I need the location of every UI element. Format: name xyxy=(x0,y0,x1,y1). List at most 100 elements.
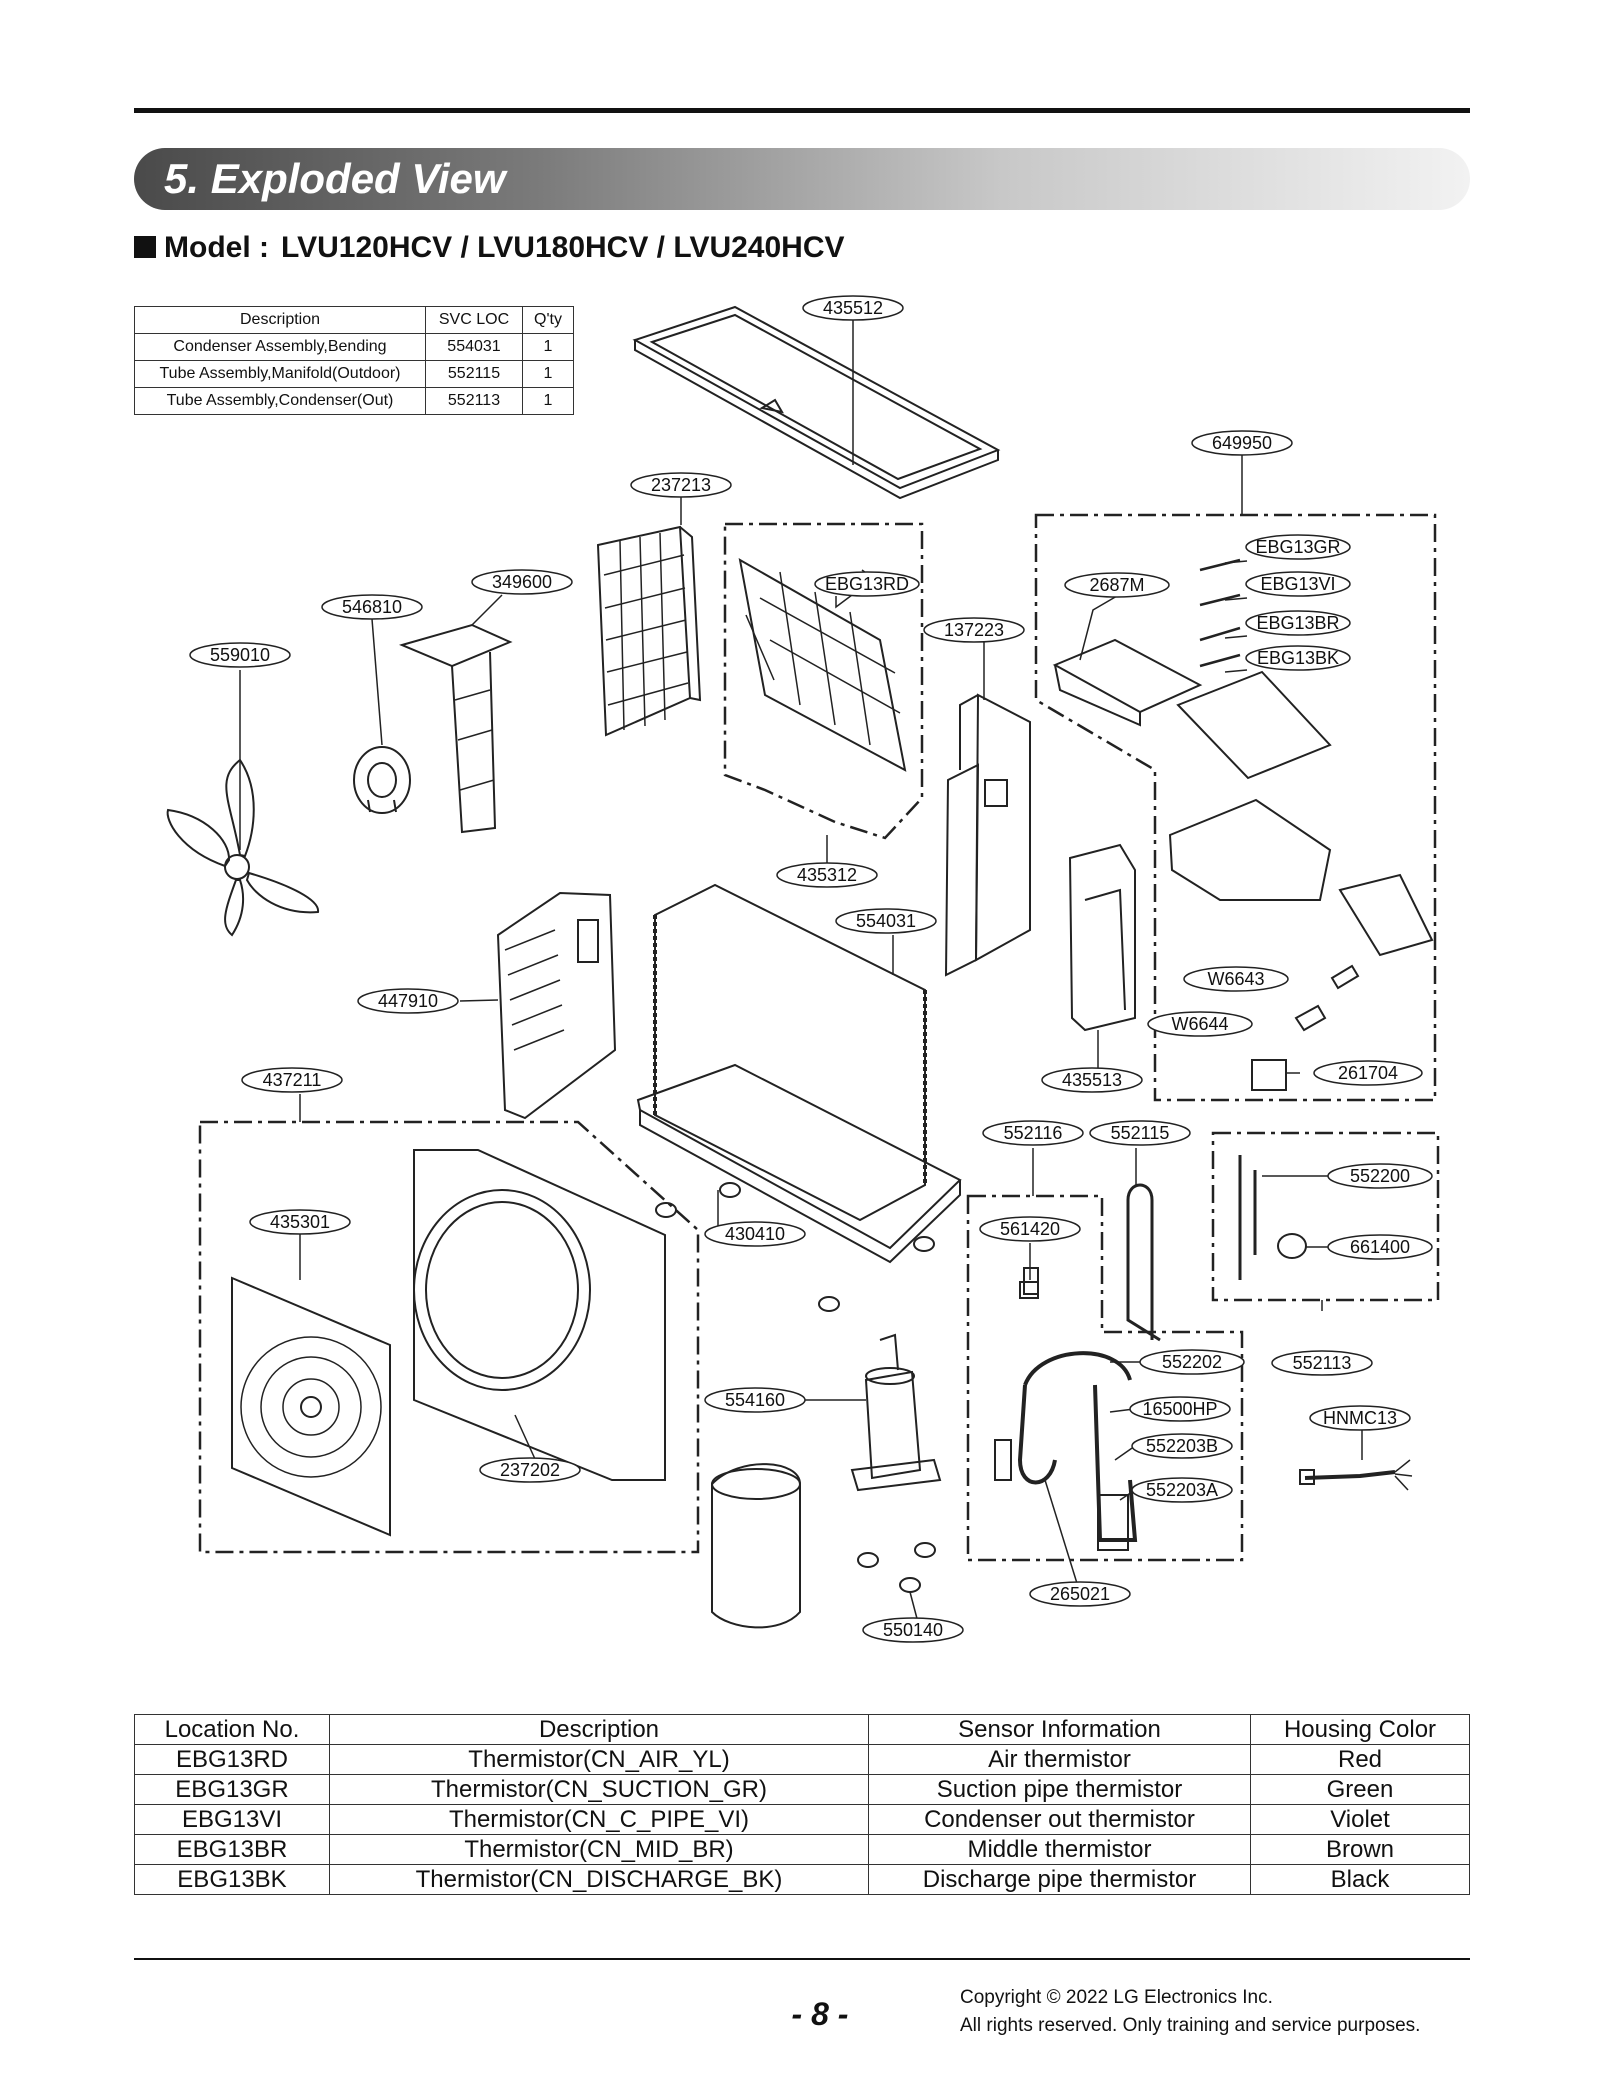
part-label: 561420 xyxy=(1000,1219,1060,1239)
dashed-group-boxes xyxy=(198,513,1440,1562)
condenser-part xyxy=(653,883,927,1222)
callout-435301 xyxy=(249,1209,351,1235)
callout-550140 xyxy=(862,1617,964,1643)
part-label: 552116 xyxy=(1004,1123,1063,1143)
callout-EBG13RD xyxy=(814,571,920,597)
callout-237202 xyxy=(479,1457,581,1483)
part-label: 435512 xyxy=(823,298,883,318)
callout-552113 xyxy=(1271,1350,1373,1376)
table-row: Tube Assembly,Condenser(Out) 552113 1 xyxy=(134,387,574,415)
part-label: 437211 xyxy=(263,1070,322,1090)
part-label: 552113 xyxy=(1293,1353,1352,1373)
callout-ovals xyxy=(189,295,1433,1643)
sensor-cell: Red xyxy=(1250,1744,1470,1775)
part-label: W6644 xyxy=(1171,1014,1228,1034)
svc-header-qty: Q'ty xyxy=(522,306,574,334)
sensor-table-header: Location No. Description Sensor Informat… xyxy=(134,1714,1470,1745)
sensor-cell: Thermistor(CN_DISCHARGE_BK) xyxy=(329,1864,869,1895)
sensor-header-color: Housing Color xyxy=(1250,1714,1470,1745)
table-row: EBG13GR Thermistor(CN_SUCTION_GR) Suctio… xyxy=(134,1774,1470,1805)
part-label: 554031 xyxy=(856,911,916,931)
svc-cell: 552115 xyxy=(425,360,523,388)
callout-561420 xyxy=(979,1216,1081,1242)
table-row: EBG13VI Thermistor(CN_C_PIPE_VI) Condens… xyxy=(134,1804,1470,1835)
part-label: EBG13VI xyxy=(1260,574,1335,594)
small-electrical-parts xyxy=(1023,964,1360,1295)
compressor-jacket-part xyxy=(711,1463,936,1629)
part-label: 435312 xyxy=(797,865,857,885)
callout-261704 xyxy=(1313,1060,1423,1086)
part-label: 2687M xyxy=(1089,575,1144,595)
part-label: 552200 xyxy=(1350,1166,1410,1186)
pipe-parts xyxy=(1126,1155,1307,1342)
callout-552200 xyxy=(1327,1163,1433,1189)
part-label: EBG13BR xyxy=(1256,613,1339,633)
part-label: 349600 xyxy=(492,572,552,592)
callout-W6643 xyxy=(1183,966,1289,992)
callout-349600 xyxy=(471,569,573,595)
part-label: 261704 xyxy=(1338,1063,1398,1083)
part-label: 435301 xyxy=(270,1212,330,1232)
copyright-line1: Copyright © 2022 LG Electronics Inc. xyxy=(960,1987,1273,2008)
part-label: 554160 xyxy=(725,1390,785,1410)
part-label: 550140 xyxy=(883,1620,943,1640)
base-pan-part xyxy=(636,1063,962,1312)
sensor-cell: Violet xyxy=(1250,1804,1470,1835)
callout-W6644 xyxy=(1147,1011,1253,1037)
group-box-control xyxy=(1034,513,1437,1102)
callout-435512 xyxy=(802,295,904,321)
sensor-cell: Thermistor(CN_SUCTION_GR) xyxy=(329,1774,869,1805)
sensor-cell: Thermistor(CN_C_PIPE_VI) xyxy=(329,1804,869,1835)
sensor-cell: Green xyxy=(1250,1774,1470,1805)
fan-part xyxy=(166,758,320,937)
part-label: EBG13RD xyxy=(825,574,909,594)
sensor-cell: Brown xyxy=(1250,1834,1470,1865)
callout-EBG13VI xyxy=(1245,571,1351,597)
sensor-cell: EBG13BR xyxy=(134,1834,330,1865)
sensor-cell: Thermistor(CN_MID_BR) xyxy=(329,1834,869,1865)
group-box-filter xyxy=(723,522,924,840)
bottom-rule xyxy=(134,1958,1470,1960)
sensor-table: Location No. Description Sensor Informat… xyxy=(134,1714,1470,1895)
rear-mesh-part xyxy=(738,558,907,772)
part-label: EBG13BK xyxy=(1257,648,1339,668)
callout-EBG13GR xyxy=(1245,534,1351,560)
callout-552116 xyxy=(982,1120,1084,1146)
svc-cell: Condenser Assembly,Bending xyxy=(134,333,426,361)
svc-cell: 1 xyxy=(522,360,574,388)
callout-HNMC13 xyxy=(1309,1405,1411,1431)
model-value: LVU120HCV / LVU180HCV / LVU240HCV xyxy=(281,231,845,264)
part-label: 546810 xyxy=(342,597,402,617)
sensor-cell: Suction pipe thermistor xyxy=(868,1774,1251,1805)
part-label: EBG13GR xyxy=(1255,537,1340,557)
sensor-cell: Air thermistor xyxy=(868,1744,1251,1775)
callout-649950 xyxy=(1191,430,1293,456)
part-label: W6643 xyxy=(1207,969,1264,989)
callout-661400 xyxy=(1327,1234,1433,1260)
rear-panel-part xyxy=(1068,843,1136,1032)
table-row: EBG13BR Thermistor(CN_MID_BR) Middle the… xyxy=(134,1834,1470,1865)
sensor-cell: Discharge pipe thermistor xyxy=(868,1864,1251,1895)
part-label: 552203A xyxy=(1146,1480,1218,1500)
sensor-cell: EBG13RD xyxy=(134,1744,330,1775)
callout-552202 xyxy=(1139,1349,1245,1375)
sensor-cell: EBG13BK xyxy=(134,1864,330,1895)
callout-435312 xyxy=(776,862,878,888)
sensor-cell: Middle thermistor xyxy=(868,1834,1251,1865)
sensor-cell: Thermistor(CN_AIR_YL) xyxy=(329,1744,869,1775)
side-grille-part xyxy=(596,525,702,737)
leader-lines xyxy=(239,320,1363,1631)
group-box-valve xyxy=(966,1194,1244,1562)
motor-part xyxy=(353,746,411,814)
callout-237213 xyxy=(630,472,732,498)
svc-header-svcloc: SVC LOC xyxy=(425,306,523,334)
callout-EBG13BR xyxy=(1245,610,1351,636)
copyright-line2: All rights reserved. Only training and s… xyxy=(960,2015,1421,2036)
part-label: HNMC13 xyxy=(1323,1408,1397,1428)
sensor-header-location: Location No. xyxy=(134,1714,330,1745)
callout-2687M xyxy=(1064,572,1170,598)
part-label: 552115 xyxy=(1111,1123,1170,1143)
part-label: 237213 xyxy=(651,475,711,495)
valve-assembly-part xyxy=(994,1281,1138,1551)
table-row: EBG13BK Thermistor(CN_DISCHARGE_BK) Disc… xyxy=(134,1864,1470,1895)
